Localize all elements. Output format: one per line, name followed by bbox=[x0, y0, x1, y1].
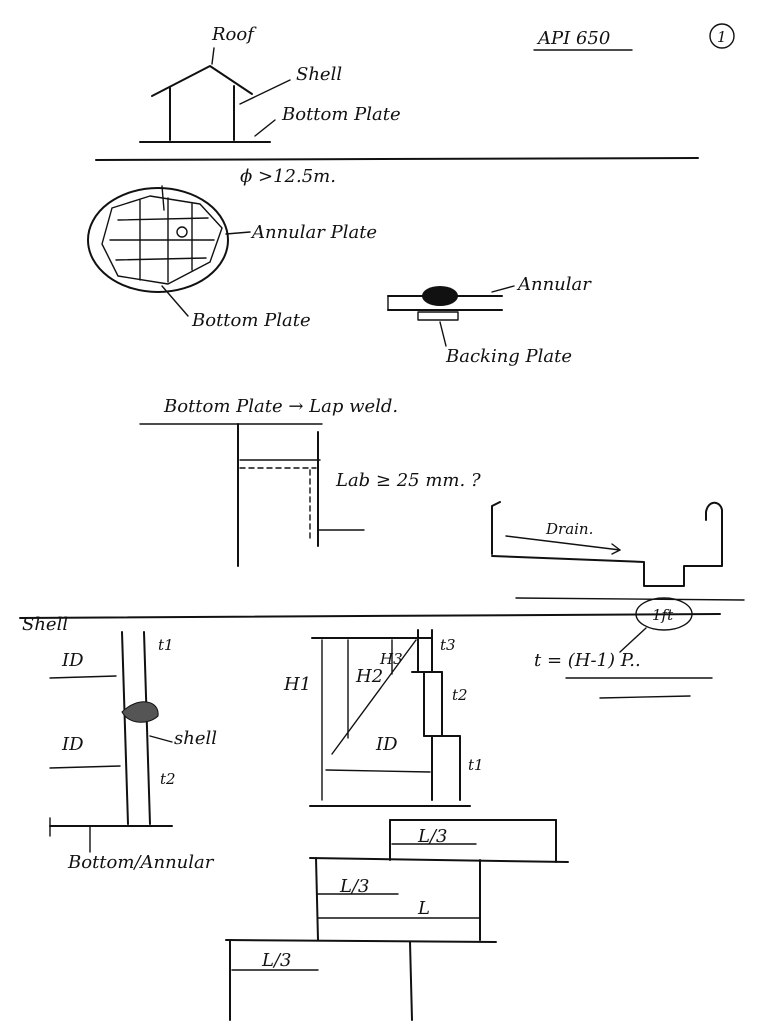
backing-plate-label: Backing Plate bbox=[445, 346, 572, 367]
course-t2: t2 bbox=[452, 686, 468, 704]
shell-wall-label: shell bbox=[174, 728, 217, 749]
drain-label: Drain. bbox=[545, 520, 593, 538]
weld-detail-sketch bbox=[387, 285, 515, 347]
shell-section-title: Shell bbox=[22, 614, 68, 635]
course-h1: H1 bbox=[283, 674, 311, 695]
formula-dash-line bbox=[599, 695, 691, 699]
lap-weld-sketch bbox=[139, 423, 365, 567]
stagger-l: L bbox=[417, 898, 430, 919]
roof-label: Roof bbox=[211, 24, 257, 45]
course-id: ID bbox=[375, 734, 398, 755]
annular-bottom-plate-label: Bottom Plate bbox=[191, 310, 311, 331]
header-code: API 650 bbox=[536, 28, 610, 49]
ft-note-circle bbox=[635, 597, 693, 631]
bottom-plate-label: Bottom Plate bbox=[281, 104, 401, 125]
lap-weld-title: Bottom Plate → Lap weld. bbox=[163, 396, 398, 417]
course-h2: H2 bbox=[355, 666, 383, 687]
lab-note: Lab ≥ 25 mm. ? bbox=[335, 470, 481, 491]
stagger-l3-a: L/3 bbox=[417, 826, 447, 847]
shell-id-bottom: ID bbox=[61, 734, 84, 755]
drain-sketch bbox=[491, 501, 745, 601]
shell-id-top: ID bbox=[61, 650, 84, 671]
stagger-l3-c: L/3 bbox=[261, 950, 291, 971]
section-divider-2 bbox=[19, 613, 721, 619]
course-t3: t3 bbox=[440, 636, 456, 654]
annular-weld-label: Annular bbox=[516, 274, 592, 295]
shell-section-sketch bbox=[49, 631, 173, 853]
shell-label: Shell bbox=[296, 64, 342, 85]
ft-note: 1ft bbox=[652, 606, 674, 624]
tank-sketch bbox=[139, 47, 291, 143]
shell-courses-sketch bbox=[309, 629, 471, 807]
staggered-plates-sketch bbox=[225, 819, 569, 1021]
thickness-formula: t = (H-1) P.. bbox=[534, 650, 641, 671]
page-number: 1 bbox=[717, 28, 727, 46]
ft-note-arrow bbox=[619, 627, 647, 653]
page-number-circle bbox=[709, 23, 735, 49]
course-h3: H3 bbox=[379, 650, 403, 668]
bottom-annular-label: Bottom/Annular bbox=[67, 852, 215, 873]
shell-t1-top: t1 bbox=[158, 636, 174, 654]
annular-plate-label: Annular Plate bbox=[250, 222, 377, 243]
annular-plate-sketch bbox=[87, 185, 251, 317]
section-divider-1 bbox=[95, 157, 699, 161]
shell-t2: t2 bbox=[160, 770, 176, 788]
diameter-note: ϕ >12.5m. bbox=[240, 166, 336, 187]
stagger-l3-b: L/3 bbox=[339, 876, 369, 897]
course-t1: t1 bbox=[468, 756, 484, 774]
